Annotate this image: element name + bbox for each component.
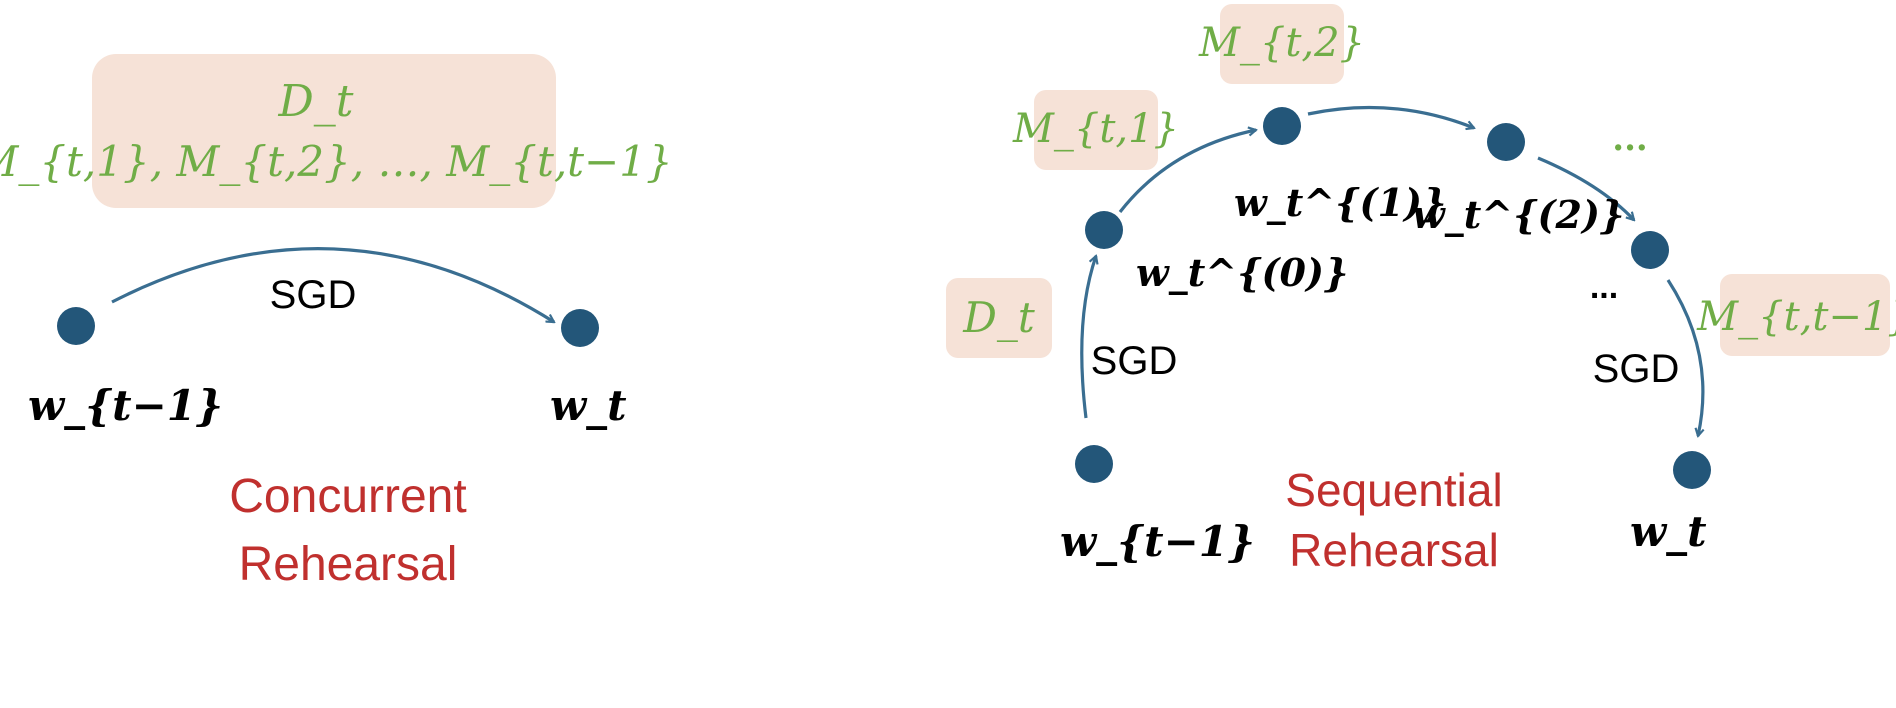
- sequential-black-ellipsis: ...: [1590, 268, 1618, 306]
- concurrent-end-node: [561, 309, 599, 347]
- concurrent-panel: D_t M_{t,1}, M_{t,2}, …, M_{t,t−1} SGD w…: [0, 54, 673, 591]
- sequential-green-ellipsis: ...: [1612, 119, 1648, 159]
- sequential-start-node: [1075, 445, 1113, 483]
- sequential-box-m1-text: M_{t,1}: [1012, 106, 1179, 152]
- sequential-box-mlast-text: M_{t,t−1}: [1696, 294, 1896, 340]
- sequential-box-m2: [1220, 4, 1344, 84]
- sequential-arrow-2-to-3: [1537, 156, 1634, 220]
- concurrent-sgd-label: SGD: [270, 273, 357, 317]
- sequential-end-label: w_t: [1630, 507, 1707, 556]
- sequential-panel: D_t M_{t,1} M_{t,2} M_{t,t−1} ... SGD SG…: [946, 4, 1896, 576]
- sequential-arrow-3-to-end: [1666, 279, 1703, 436]
- concurrent-sgd-arrow: [111, 247, 554, 324]
- sequential-box-m2-text: M_{t,2}: [1198, 20, 1365, 66]
- sequential-arrow-1-to-2: [1307, 105, 1474, 128]
- sequential-box-d-text: D_t: [962, 293, 1035, 342]
- concurrent-start-node: [57, 307, 95, 345]
- concurrent-box-line1: D_t: [278, 76, 354, 127]
- sequential-node-3: [1631, 231, 1669, 269]
- concurrent-start-label: w_{t−1}: [28, 381, 223, 430]
- sequential-arrow-start-to-0: [1080, 256, 1096, 419]
- sequential-end-node: [1673, 451, 1711, 489]
- concurrent-box-line2: M_{t,1}, M_{t,2}, …, M_{t,t−1}: [0, 137, 673, 186]
- concurrent-caption-line2: Rehearsal: [239, 538, 458, 591]
- sequential-node-1: [1263, 107, 1301, 145]
- sequential-node1-label: w_t^{(1)}: [1234, 180, 1446, 225]
- sequential-node-2: [1487, 123, 1525, 161]
- sequential-node0-label: w_t^{(0)}: [1136, 250, 1348, 295]
- sequential-box-mlast: [1720, 274, 1890, 356]
- sequential-sgd-right-label: SGD: [1593, 347, 1680, 391]
- sequential-node2-label: w_t^{(2)}: [1412, 192, 1624, 237]
- sequential-sgd-left-label: SGD: [1091, 339, 1178, 383]
- sequential-box-d: [946, 278, 1052, 358]
- sequential-box-m1: [1034, 90, 1158, 170]
- concurrent-data-box: [92, 54, 556, 208]
- concurrent-caption-line1: Concurrent: [229, 470, 466, 523]
- concurrent-end-label: w_t: [550, 381, 627, 430]
- sequential-start-label: w_{t−1}: [1060, 517, 1255, 566]
- sequential-caption-line1: Sequential: [1285, 464, 1502, 516]
- sequential-caption-line2: Rehearsal: [1289, 524, 1499, 576]
- sequential-node-0: [1085, 211, 1123, 249]
- sequential-arrow-0-to-1: [1118, 130, 1256, 213]
